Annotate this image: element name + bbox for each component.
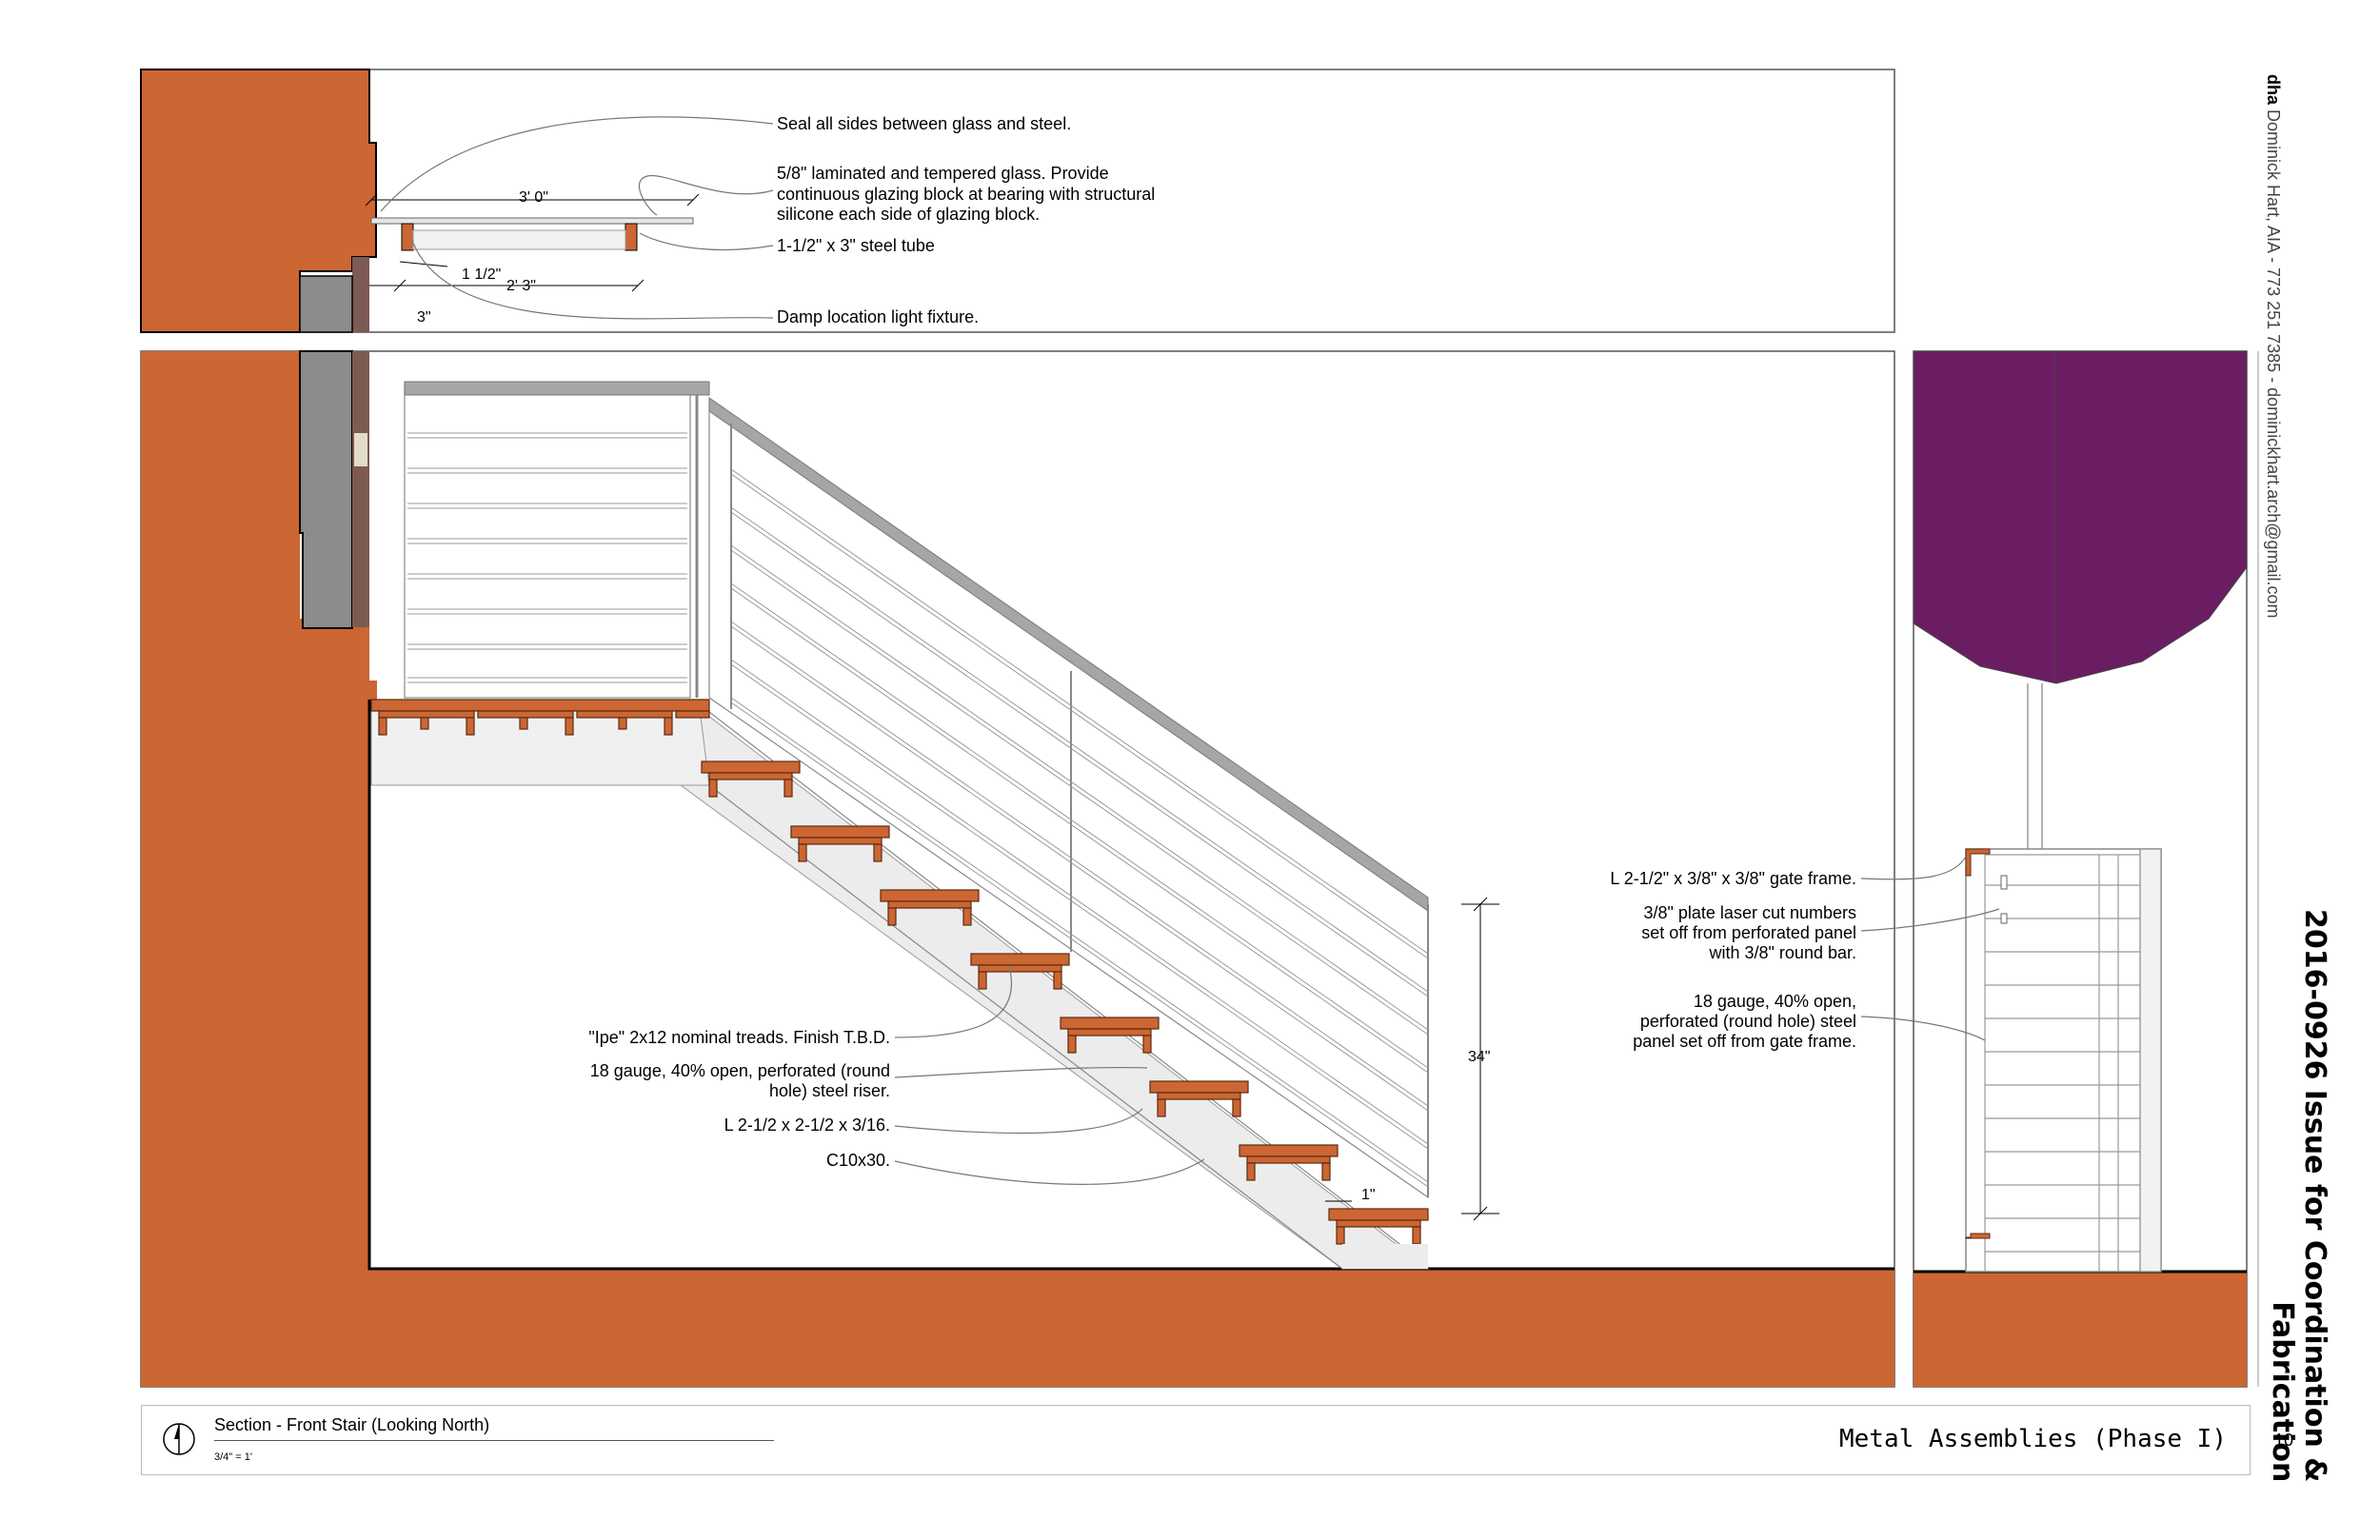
landing-guard-cap [404, 381, 710, 396]
gate-number-plate [2000, 875, 2008, 890]
note-numbers-1: 3/8" plate laser cut numbers [1643, 903, 1856, 922]
issue-line-2: Fabrication [2266, 1301, 2299, 1483]
concrete-block-detail [299, 275, 353, 333]
firm-abbr: dha [2264, 74, 2283, 106]
gate-angle-top [1965, 848, 1991, 877]
dim-gap: 1" [1361, 1187, 1376, 1203]
steel-tube-right [625, 223, 638, 251]
view-title: Section - Front Stair (Looking North) [214, 1415, 490, 1434]
note-riser-1: 18 gauge, 40% open, perforated (round [590, 1061, 890, 1080]
masonry-wall-section [141, 351, 1894, 1387]
gate-frame [1965, 848, 2162, 1273]
gate-angle-bottom [1965, 1233, 1991, 1239]
issue-line-1: 2016-0926 Issue for Coordination & [2298, 909, 2331, 1483]
glass-canopy-detail: 3' 0" 1 1/2" 2' 3" 3" Seal all sides bet… [140, 69, 1895, 333]
note-numbers-2: set off from perforated panel [1641, 923, 1856, 942]
dim-tube-depth: 1 1/2" [462, 267, 501, 283]
dim-rail-height: 34" [1468, 1049, 1490, 1065]
note-light: Damp location light fixture. [777, 307, 979, 326]
view-title-rule [214, 1440, 774, 1441]
bottom-riser [1342, 1244, 1428, 1269]
note-tube: 1-1/2" x 3" steel tube [777, 236, 935, 255]
landing-guard [404, 385, 691, 699]
firm-credit: dha Dominick Hart, AIA - 773 251 7385 - … [2263, 74, 2283, 619]
stair-guard-bars [730, 468, 1429, 1188]
title-block: Section - Front Stair (Looking North) 3/… [141, 1405, 2251, 1475]
note-riser-2: hole) steel riser. [769, 1081, 890, 1100]
dim-span: 3' 0" [519, 189, 548, 206]
gate-rails [1985, 854, 2140, 1253]
note-treads: "Ipe" 2x12 nominal treads. Finish T.B.D. [588, 1028, 890, 1047]
detail-frame [140, 69, 1895, 333]
jamb-finish [352, 351, 369, 627]
note-gate-frame: L 2-1/2" x 3/8" x 3/8" gate frame. [1610, 869, 1856, 888]
stair-section: 34" 1" "Ipe" 2x12 nominal treads. Finish… [140, 350, 1895, 1388]
tree-canopy [1913, 350, 2248, 684]
north-arrow-icon [163, 1423, 195, 1455]
gate-ground [1914, 1272, 2247, 1387]
steel-tube-left [401, 223, 414, 251]
note-panel-2: perforated (round hole) steel [1640, 1012, 1856, 1031]
dim-offset: 3" [417, 309, 431, 326]
wall-finish-detail [352, 257, 369, 332]
jamb-trim [354, 433, 367, 466]
note-channel: C10x30. [826, 1151, 890, 1170]
stringer-edge [708, 784, 1343, 1270]
stringer-top-edge [708, 711, 1429, 1267]
note-seal: Seal all sides between glass and steel. [777, 114, 1071, 133]
gate-elevation: L 2-1/2" x 3/8" x 3/8" gate frame. 3/8" … [1610, 350, 2248, 1388]
concrete-jamb [299, 350, 353, 629]
gate-post [2139, 848, 2162, 1273]
gate-number-plate-2 [2000, 913, 2008, 924]
note-angle: L 2-1/2 x 2-1/2 x 3/16. [724, 1116, 890, 1135]
sheet-title: Metal Assemblies (Phase I) [1839, 1425, 2227, 1453]
note-glass-2: continuous glazing block at bearing with… [777, 185, 1155, 204]
firm-contact: Dominick Hart, AIA - 773 251 7385 - domi… [2264, 105, 2283, 619]
note-panel-3: panel set off from gate frame. [1633, 1032, 1856, 1051]
glass-pane [370, 217, 694, 225]
note-glass-1: 5/8" laminated and tempered glass. Provi… [777, 164, 1109, 183]
landing-guard-bars [407, 432, 687, 683]
note-numbers-3: with 3/8" round bar. [1709, 943, 1857, 962]
view-scale: 3/4" = 1' [214, 1451, 252, 1463]
dim-tube-span: 2' 3" [506, 278, 536, 294]
issue-stamp: 2016-0926 Issue for Coordination &Fabric… [2266, 909, 2331, 1483]
note-glass-3: silicone each side of glazing block. [777, 205, 1040, 224]
light-fixture [412, 229, 626, 250]
note-panel-1: 18 gauge, 40% open, [1694, 992, 1856, 1011]
sheet-number: 10 [2274, 1431, 2294, 1450]
stair-treads [701, 760, 1429, 1245]
landing-treads [370, 699, 710, 736]
